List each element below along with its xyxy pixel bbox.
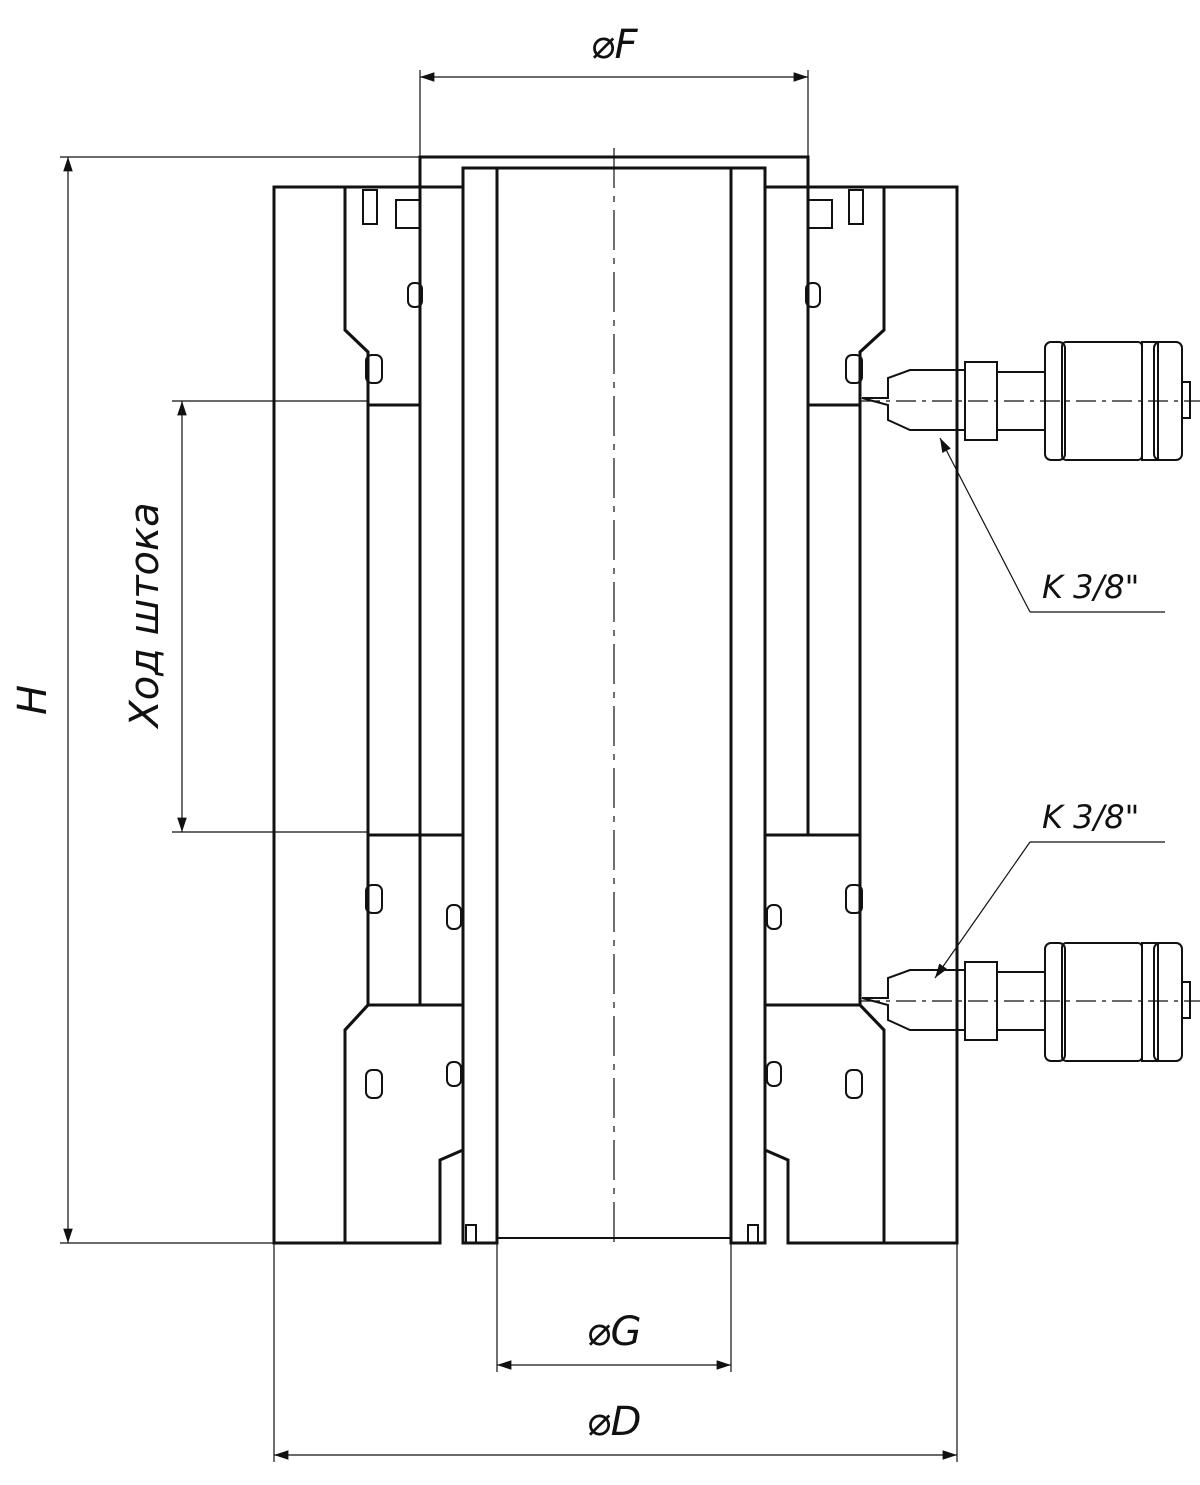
dim-F: ⌀F	[419, 22, 809, 157]
base-right	[763, 1003, 886, 1245]
lower-coupler	[860, 942, 1200, 1062]
bottom-base	[343, 1003, 886, 1245]
dim-H-label: H	[10, 685, 56, 715]
upper-port-label: K 3/8"	[1042, 568, 1139, 606]
pin-right	[747, 1224, 759, 1244]
dim-stroke: Ход штока	[122, 400, 368, 833]
dim-stroke-label: Ход штока	[122, 502, 168, 729]
dim-F-label: ⌀F	[590, 22, 638, 68]
o-rings	[365, 282, 863, 1099]
lower-port-label: K 3/8"	[1042, 798, 1139, 836]
body-right-wall	[858, 185, 959, 1245]
piston-left	[366, 833, 465, 1007]
lower-port-callout: K 3/8"	[934, 798, 1165, 979]
upper-port-callout: K 3/8"	[939, 437, 1165, 613]
upper-coupler	[860, 341, 1200, 461]
dim-G: ⌀G	[496, 1243, 732, 1372]
set-screw-right	[848, 189, 864, 225]
pin-left	[465, 1224, 477, 1244]
dim-D: ⌀D	[273, 1243, 958, 1462]
dim-D-label: ⌀D	[587, 1399, 642, 1445]
cylinder-body	[272, 185, 959, 1245]
wiper-seal-right	[807, 199, 833, 229]
plunger-left	[366, 185, 465, 1007]
set-screw-left	[362, 189, 378, 225]
piston-right	[763, 833, 862, 1007]
wiper-seal-left	[395, 199, 421, 229]
dim-G-label: ⌀G	[586, 1309, 641, 1355]
base-left	[343, 1003, 465, 1245]
dim-H: H	[10, 156, 420, 1244]
body-left-wall	[272, 185, 370, 1245]
